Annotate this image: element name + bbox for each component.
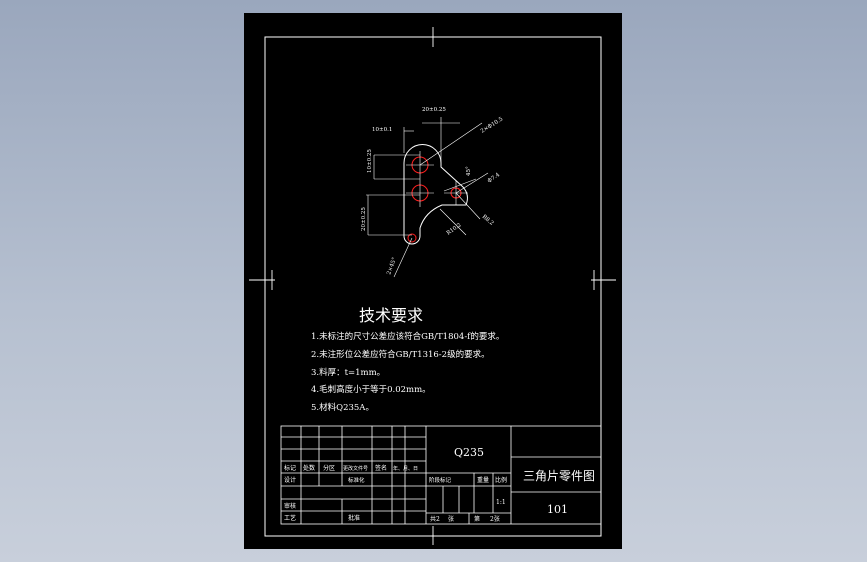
label-count: 处数 — [303, 464, 315, 472]
tech-req-item-4: 4.毛刺高度小于等于0.02mm。 — [311, 384, 431, 395]
drawing-sheet: 20±0.25 10±0.1 2×Φ10.5 10±0.25 20±0.25 Φ… — [244, 13, 622, 549]
dim-top-width: 20±0.25 — [422, 107, 446, 113]
scale-value: 1:1 — [496, 499, 506, 506]
dim-chamfer: 2×45° — [386, 257, 398, 276]
label-approve: 批准 — [348, 514, 360, 522]
label-design: 设计 — [284, 476, 296, 484]
tech-req-item-5: 5.材料Q235A。 — [311, 402, 374, 413]
dim-hole-top: 2×Φ10.5 — [480, 116, 505, 135]
label-stage-mark: 阶段标记 — [429, 476, 452, 484]
label-total: 共2 — [430, 515, 440, 523]
tech-req-item-1: 1.未标注的尺寸公差应该符合GB/T1804-f的要求。 — [311, 331, 504, 342]
dim-r-bottom: R10.2 — [446, 222, 463, 236]
part-outline — [403, 144, 468, 245]
label-process: 工艺 — [284, 514, 296, 522]
title-block-texts: Q235 三角片零件图 101 1:1 标记 处数 分区 更改文件号 签名 年、… — [284, 446, 595, 523]
dim-left-offset: 10±0.1 — [372, 127, 392, 133]
tech-req-item-3: 3.料厚：t=1mm。 — [311, 367, 385, 378]
centering-marks — [249, 27, 616, 545]
label-sheets: 张 — [448, 515, 454, 523]
title-block — [280, 425, 602, 525]
dim-vert-upper: 10±0.25 — [367, 149, 373, 173]
label-page-n: 2张 — [490, 515, 500, 523]
drawing-title: 三角片零件图 — [523, 469, 595, 483]
tech-req-item-2: 2.未注形位公差应符合GB/T1316-2级的要求。 — [311, 349, 490, 360]
technical-requirements: 技术要求 1.未标注的尺寸公差应该符合GB/T1804-f的要求。 2.未注形位… — [311, 306, 504, 413]
dimension-lines — [366, 117, 489, 278]
label-weight: 重量 — [477, 476, 489, 484]
material-label: Q235 — [454, 446, 484, 459]
label-ratio: 比例 — [495, 476, 507, 484]
label-page: 第 — [474, 515, 480, 523]
dimension-texts: 20±0.25 10±0.1 2×Φ10.5 10±0.25 20±0.25 Φ… — [361, 107, 505, 276]
drawing-number: 101 — [547, 503, 568, 516]
label-mark: 标记 — [284, 464, 296, 472]
dim-vert-lower: 20±0.25 — [361, 207, 367, 231]
label-date: 年、月、日 — [393, 465, 418, 472]
hole-bottom — [407, 233, 417, 243]
label-zone: 分区 — [323, 464, 335, 472]
cad-drawing: 20±0.25 10±0.1 2×Φ10.5 10±0.25 20±0.25 Φ… — [249, 27, 616, 545]
dim-angle: 45° — [466, 166, 472, 176]
label-standardize: 标准化 — [348, 476, 365, 484]
label-change-doc: 更改文件号 — [343, 465, 368, 472]
label-sign: 签名 — [375, 464, 387, 472]
tech-req-title: 技术要求 — [359, 306, 423, 325]
label-review: 审核 — [284, 502, 296, 510]
dim-small-hole: Φ7.4 — [487, 172, 502, 185]
dim-r-right: R8.2 — [481, 214, 495, 227]
